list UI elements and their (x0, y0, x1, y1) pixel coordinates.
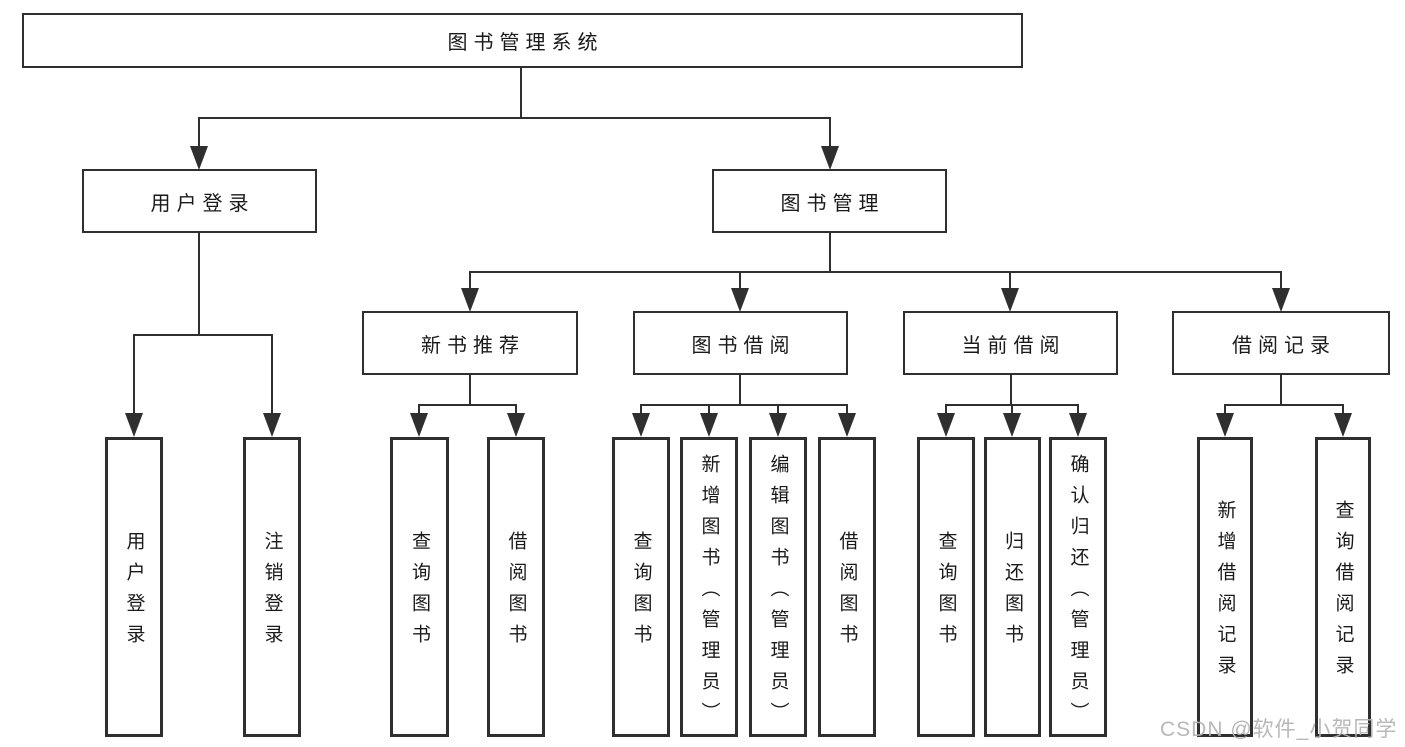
leaf-user-login: 用户登录 (105, 437, 163, 737)
leaf-label: 编辑图书（管理员） (767, 453, 789, 733)
arrowhead-down-icon (731, 288, 749, 312)
leaf-label: 借阅图书 (836, 531, 858, 655)
node-label: 图书借阅 (691, 334, 796, 357)
node-book-borrowing: 图书借阅 (633, 311, 848, 375)
node-library-management-system: 图书管理系统 (22, 13, 1023, 68)
leaf-label: 用户登录 (123, 531, 145, 655)
arrowhead-down-icon (1334, 413, 1352, 437)
leaf-query-books: 查询图书 (612, 437, 670, 737)
arrowhead-down-icon (821, 146, 839, 170)
node-label: 图书管理系统 (447, 32, 604, 54)
arrowhead-down-icon (125, 413, 143, 437)
leaf-label: 确认归还（管理员） (1067, 453, 1089, 733)
arrowhead-down-icon (769, 413, 787, 437)
leaf-label: 新增借阅记录 (1214, 500, 1236, 686)
arrowhead-down-icon (700, 413, 718, 437)
leaf-confirm-return-admin: 确认归还（管理员） (1049, 437, 1107, 737)
leaf-label: 查询图书 (630, 531, 652, 655)
arrowhead-down-icon (190, 146, 208, 170)
node-label: 新书推荐 (421, 334, 525, 357)
node-borrowing-records: 借阅记录 (1172, 311, 1390, 375)
arrowhead-down-icon (838, 413, 856, 437)
csdn-watermark: CSDN @软件_小贺同学 (1160, 718, 1398, 741)
leaf-query-books: 查询图书 (917, 437, 975, 737)
leaf-label: 注销登录 (261, 531, 283, 655)
node-label: 当前借阅 (961, 334, 1066, 357)
leaf-borrow-books: 借阅图书 (487, 437, 545, 737)
leaf-label: 归还图书 (1002, 531, 1023, 655)
connector-root-to-level1 (190, 68, 839, 170)
leaf-query-borrow-record: 查询借阅记录 (1315, 437, 1371, 737)
arrowhead-down-icon (632, 413, 650, 437)
node-label: 用户登录 (150, 192, 255, 215)
connector-user-login-children (125, 233, 281, 437)
leaf-label: 借阅图书 (505, 531, 527, 655)
leaf-edit-books-admin: 编辑图书（管理员） (749, 437, 807, 737)
leaf-label: 新增图书（管理员） (698, 453, 720, 733)
node-label: 借阅记录 (1232, 334, 1336, 357)
connector-current-borrow-children (937, 375, 1087, 437)
arrowhead-down-icon (461, 288, 479, 312)
arrowhead-down-icon (410, 413, 428, 437)
arrowhead-down-icon (1001, 288, 1019, 312)
connector-book-mgmt-to-level2 (461, 233, 1290, 312)
arrowhead-down-icon (937, 413, 955, 437)
leaf-add-borrow-record: 新增借阅记录 (1197, 437, 1253, 737)
leaf-query-books: 查询图书 (390, 437, 449, 737)
node-new-book-recommendation: 新书推荐 (362, 311, 578, 375)
connector-borrow-records-children (1216, 375, 1352, 437)
leaf-logout: 注销登录 (243, 437, 301, 737)
leaf-return-books: 归还图书 (984, 437, 1041, 737)
arrowhead-down-icon (1069, 413, 1087, 437)
connector-new-book-children (410, 375, 525, 437)
leaf-label: 查询图书 (409, 531, 430, 655)
node-current-borrowing: 当前借阅 (903, 311, 1118, 375)
node-label: 图书管理 (780, 192, 885, 215)
node-book-management: 图书管理 (712, 169, 947, 233)
leaf-add-books-admin: 新增图书（管理员） (680, 437, 738, 737)
leaf-label: 查询图书 (935, 531, 957, 655)
arrowhead-down-icon (263, 413, 281, 437)
arrowhead-down-icon (1216, 413, 1234, 437)
leaf-borrow-books: 借阅图书 (818, 437, 876, 737)
arrowhead-down-icon (507, 413, 525, 437)
arrowhead-down-icon (1003, 413, 1021, 437)
node-user-login: 用户登录 (82, 169, 317, 233)
leaf-label: 查询借阅记录 (1332, 500, 1354, 686)
arrowhead-down-icon (1272, 288, 1290, 312)
connector-book-borrow-children (632, 375, 856, 437)
